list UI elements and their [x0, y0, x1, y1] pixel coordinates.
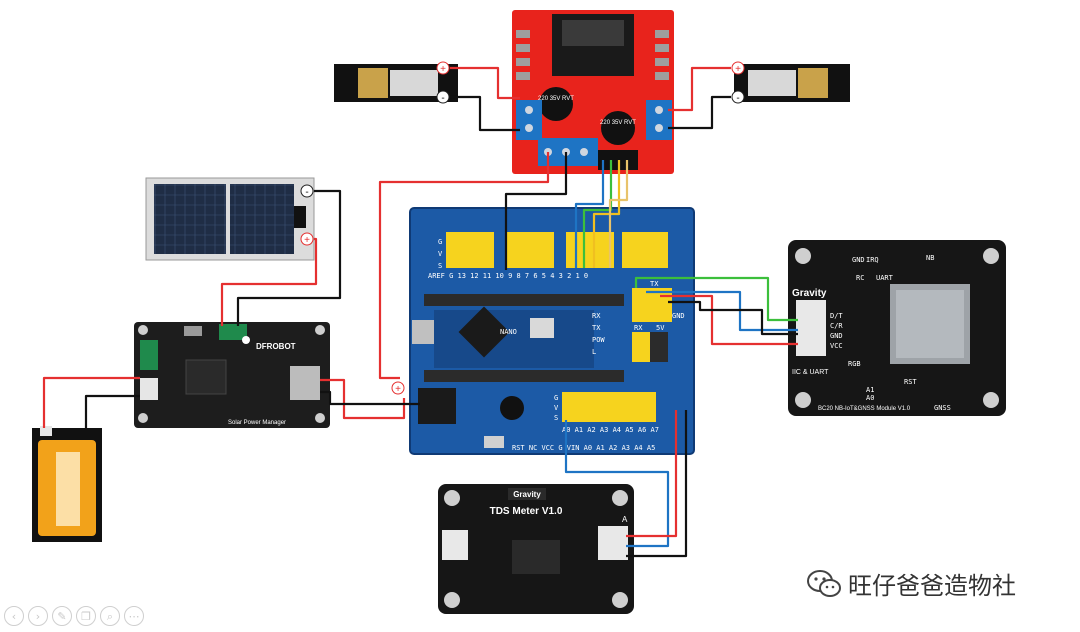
- motor-left-plus-label: +: [440, 64, 446, 75]
- motor-right: + -: [731, 61, 850, 104]
- analog-header-label: A0 A1 A2 A3 A4 A5 A6 A7: [562, 426, 659, 434]
- wire-tds-gnd: [626, 410, 688, 558]
- nb-pin-gnd: GND: [830, 332, 843, 340]
- motor-left-minus-label: -: [441, 93, 444, 104]
- nb-module-name: BC20 NB-IoT&GNSS Module V1.0: [818, 406, 911, 412]
- solar-minus-label: -: [305, 187, 308, 198]
- nb-label-a0: A0: [866, 394, 874, 402]
- nano-led-pow: POW: [592, 336, 605, 344]
- nano-label: NANO: [500, 328, 517, 336]
- circle-left-icon[interactable]: ‹: [4, 606, 24, 626]
- uart-tx-label: TX: [650, 280, 659, 288]
- nb-label-uart: UART: [876, 274, 894, 282]
- shield-row-g: G: [438, 238, 442, 246]
- analog-row-v: V: [554, 404, 559, 412]
- wire-solar-minus: [236, 189, 342, 326]
- wire-manager-vout: [320, 378, 406, 420]
- uart-gnd-label: GND: [672, 312, 685, 320]
- wire-battery-minus: [84, 394, 140, 430]
- more-icon[interactable]: ⋯: [124, 606, 144, 626]
- nb-pin-vcc: VCC: [830, 342, 843, 350]
- nb-label-gnd: GND: [852, 256, 865, 264]
- watermark-text: 旺仔爸爸造物社: [848, 572, 1016, 600]
- nb-pin-cr: C/R: [830, 322, 843, 330]
- nano-led-tx: TX: [592, 324, 601, 332]
- search-icon[interactable]: ⌕: [100, 606, 120, 626]
- wire-manager-gnd: [320, 390, 420, 406]
- shield-power-plus-label: +: [395, 384, 401, 395]
- motor-right-plus-label: +: [735, 64, 741, 75]
- motor-left: + -: [334, 61, 458, 104]
- wire-driver-in1: [574, 160, 605, 268]
- wire-tds-signal: [564, 420, 670, 548]
- analog-row-g: G: [554, 394, 558, 402]
- wire-uart-tx: [634, 276, 798, 322]
- wire-driver-in2: [582, 160, 613, 268]
- motor-right-minus-label: -: [736, 93, 739, 104]
- nb-label-gnss: GNSS: [934, 404, 951, 412]
- nb-interface-label: IIC & UART: [792, 369, 829, 376]
- nb-label-rc: RC: [856, 274, 864, 282]
- wire-driver-in3: [592, 160, 621, 268]
- wire-motor-left-minus: [450, 95, 520, 132]
- wire-driver-vin: [378, 152, 550, 380]
- nb-label-a1: A1: [866, 386, 874, 394]
- solar-plus-label: +: [304, 235, 310, 246]
- analog-row-s: S: [554, 414, 558, 422]
- wire-solar-plus: [220, 237, 318, 326]
- shield-row-s: S: [438, 262, 442, 270]
- solar-panel: - +: [145, 177, 315, 261]
- tds-gravity-label: Gravity: [513, 490, 541, 499]
- wire-driver-gnd: [504, 152, 568, 270]
- wechat-icon: [807, 569, 841, 597]
- wire-uart-gnd: [668, 300, 798, 336]
- nb-gravity-label: Gravity: [792, 288, 827, 299]
- uart-5v-label: 5V: [656, 324, 665, 332]
- nb-label-nb: NB: [926, 254, 934, 262]
- shield-bottom-pin-labels: RST NC VCC G VIN A0 A1 A2 A3 A4 A5: [512, 444, 655, 452]
- watermark: 旺仔爸爸造物社: [806, 566, 1016, 601]
- spm-name-label: Solar Power Manager: [228, 420, 286, 426]
- capacitor-2-label: 220 35V RVT: [600, 120, 636, 126]
- lipo-battery: [32, 426, 102, 542]
- wire-motor-left-plus: [450, 66, 520, 100]
- pen-icon[interactable]: ✎: [52, 606, 72, 626]
- tds-connector-label: A: [622, 515, 628, 524]
- capacitor-1-label: 220 35V RVT: [538, 96, 574, 102]
- motor-driver-board: 220 35V RVT 220 35V RVT: [512, 10, 674, 174]
- nano-led-rx: RX: [592, 312, 601, 320]
- wire-battery-plus: [42, 376, 140, 428]
- wire-motor-right-minus: [668, 95, 731, 130]
- wire-tds-vcc: [626, 410, 678, 538]
- tds-name-label: TDS Meter V1.0: [490, 506, 563, 517]
- nb-label-rgb: RGB: [848, 360, 861, 368]
- shield-top-pin-numbers: AREF G 13 12 11 10 9 8 7 6 5 4 3 2 1 0: [428, 272, 588, 280]
- wires: [42, 66, 798, 558]
- nb-label-rst: RST: [904, 378, 917, 386]
- wire-uart-vcc: [660, 294, 798, 346]
- nb-label-irq: IRQ: [866, 256, 879, 264]
- io-expansion-shield: G V S AREF G 13 12 11 10 9 8 7 6 5 4 3 2…: [391, 207, 695, 455]
- nb-iot-gnss-module: Gravity D/T C/R GND VCC GND IRQ NB UART …: [788, 240, 1006, 416]
- wire-driver-in4: [608, 160, 629, 268]
- solar-power-manager: DFROBOT Solar Power Manager: [134, 322, 330, 428]
- circle-right-icon[interactable]: ›: [28, 606, 48, 626]
- wire-motor-right-plus: [668, 66, 731, 112]
- shield-row-v: V: [438, 250, 443, 258]
- nb-pin-dt: D/T: [830, 312, 843, 320]
- tds-meter-board: Gravity TDS Meter V1.0 A: [438, 484, 634, 614]
- uart-rx-label: RX: [634, 324, 643, 332]
- spm-brand-label: DFROBOT: [256, 342, 296, 351]
- copy-icon[interactable]: ❐: [76, 606, 96, 626]
- viewer-toolbar: ‹ › ✎ ❐ ⌕ ⋯: [4, 606, 144, 626]
- nano-led-l: L: [592, 348, 596, 356]
